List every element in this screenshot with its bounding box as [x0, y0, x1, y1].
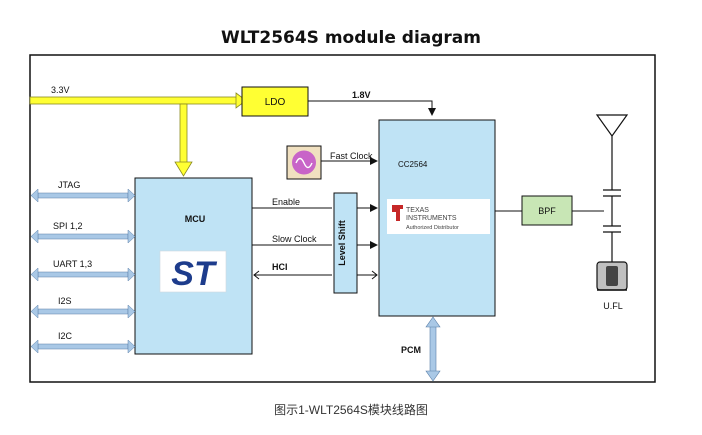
power-out-label: 1.8V: [352, 90, 371, 100]
power-rail-33v: [29, 92, 247, 177]
interface-arrow-jtag: [30, 188, 136, 203]
figure-caption: 图示1-WLT2564S模块线路图: [274, 403, 428, 417]
level-shift-block: [333, 192, 358, 294]
antenna-icon: [595, 114, 629, 264]
interface-label-jtag: JTAG: [58, 180, 80, 190]
ti-logo-icon: [392, 205, 403, 221]
level-shift-label: Level Shift: [337, 220, 347, 266]
interface-arrows: [30, 188, 136, 354]
st-logo-icon: [159, 250, 227, 293]
pcm-label: PCM: [401, 345, 421, 355]
interface-arrow-spi: [30, 229, 136, 244]
mcu-label: MCU: [185, 214, 206, 224]
ufl-label: U.FL: [603, 301, 623, 311]
ldo-output-arrow: [308, 100, 436, 116]
power-in-label: 3.3V: [51, 85, 70, 95]
interface-label-spi: SPI 1,2: [53, 221, 83, 231]
ldo-label: LDO: [265, 97, 286, 108]
st-logo-text: ST: [171, 255, 218, 293]
hci-label: HCI: [272, 262, 288, 272]
ufl-connector-icon: [596, 261, 628, 291]
ti-logo-line1: TEXAS: [406, 207, 429, 214]
interface-arrow-i2c: [30, 339, 136, 354]
enable-label: Enable: [272, 197, 300, 207]
fast-clock-label: Fast Clock: [330, 151, 373, 161]
diagram-frame: [29, 54, 656, 383]
diagram-title: WLT2564S module diagram: [221, 28, 481, 48]
slow-clock-label: Slow Clock: [272, 234, 317, 244]
ldo-block: [241, 86, 309, 117]
ti-logo-line3: Authorized Distributor: [406, 225, 459, 231]
pcm-arrow: [425, 316, 441, 382]
bpf-label: BPF: [538, 206, 556, 216]
ti-logo-box: [387, 199, 490, 234]
interface-label-i2s: I2S: [58, 296, 72, 306]
interface-arrow-uart: [30, 267, 136, 282]
hci-link: [253, 270, 378, 280]
interface-label-uart: UART 1,3: [53, 259, 92, 269]
interface-arrow-i2s: [30, 304, 136, 319]
ti-logo-line2: INSTRUMENTS: [406, 215, 457, 222]
interface-label-i2c: I2C: [58, 331, 73, 341]
cc2564-label: CC2564: [398, 160, 428, 169]
